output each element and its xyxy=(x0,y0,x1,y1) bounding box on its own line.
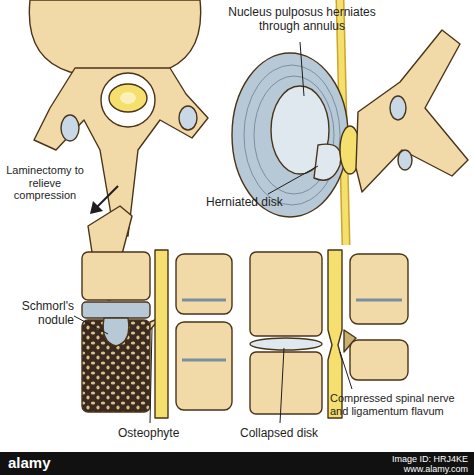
part-label: Laminectomy to relieve compression xyxy=(2,164,88,202)
watermark-strip xyxy=(0,452,474,475)
part-label: Osteophyte xyxy=(118,427,208,441)
part-label: Herniated disk xyxy=(206,196,306,210)
watermark: www.alamy.com xyxy=(300,464,468,474)
part-label: Compressed spinal nerve and ligamentum f… xyxy=(330,392,468,417)
part-label: Collapsed disk xyxy=(240,427,340,441)
watermark: Image ID: HRJ4KE xyxy=(300,454,468,464)
leader-lines xyxy=(74,42,352,423)
part-label: Nucleus pulposus herniates through annul… xyxy=(222,6,382,34)
part-label: Schmorl's nodule xyxy=(4,300,74,328)
watermark: alamy xyxy=(8,454,88,471)
direction-arrow xyxy=(90,186,118,214)
